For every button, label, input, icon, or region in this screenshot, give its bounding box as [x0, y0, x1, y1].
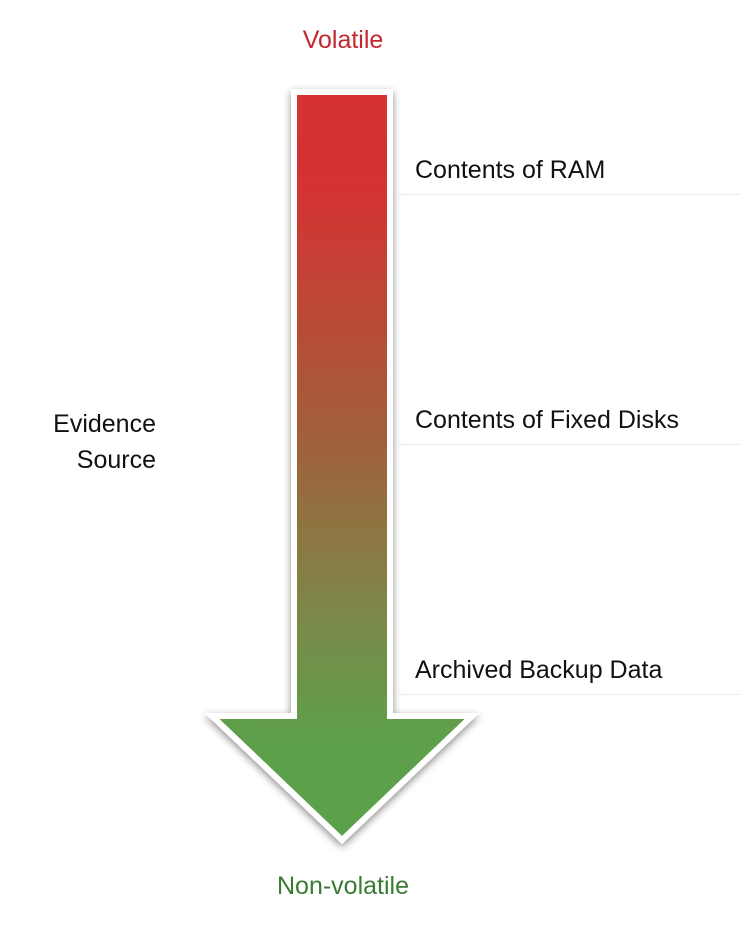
- stage-label: Contents of RAM: [415, 156, 606, 184]
- arrow-shape: [204, 89, 480, 845]
- volatile-label: Volatile: [302, 26, 384, 54]
- stage-label: Contents of Fixed Disks: [415, 406, 679, 434]
- stage-archived-backup-data: Archived Backup Data: [398, 648, 740, 695]
- stage-contents-of-fixed-disks: Contents of Fixed Disks: [398, 398, 740, 445]
- stage-contents-of-ram: Contents of RAM: [398, 148, 740, 195]
- stage-label: Archived Backup Data: [415, 656, 663, 684]
- non-volatile-label: Non-volatile: [276, 872, 409, 900]
